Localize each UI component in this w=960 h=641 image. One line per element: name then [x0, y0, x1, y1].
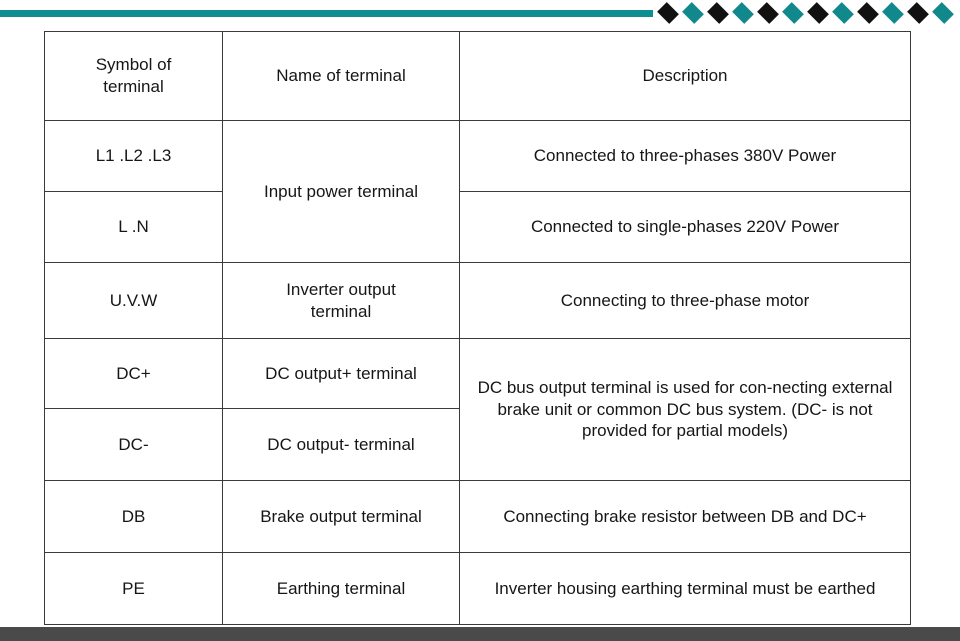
cell-name-dc-output-plus-terminal: DC output+ terminal: [222, 338, 460, 409]
cell-desc-three-phase-380v: Connected to three-phases 380V Power: [459, 120, 911, 192]
cell-desc-dc-bus: DC bus output terminal is used for con-n…: [459, 338, 911, 481]
cell-symbol-pe: PE: [44, 552, 223, 625]
diamond-icon: [932, 2, 954, 24]
cell-name-input-power-terminal: Input power terminal: [222, 120, 460, 263]
table-row: L .N Connected to single-phases 220V Pow…: [44, 191, 911, 263]
cell-desc-three-phase-motor: Connecting to three-phase motor: [459, 262, 911, 339]
diamond-icon: [657, 2, 679, 24]
cell-symbol-dc-plus: DC+: [44, 338, 223, 409]
diamond-icon: [682, 2, 704, 24]
footer-bar: [0, 627, 960, 641]
cell-desc-brake-resistor: Connecting brake resistor between DB and…: [459, 480, 911, 553]
cell-symbol-db: DB: [44, 480, 223, 553]
cell-symbol-dc-minus: DC-: [44, 408, 223, 481]
cell-name-dc-output-minus-terminal: DC output- terminal: [222, 408, 460, 481]
column-header-description: Description: [459, 31, 911, 121]
terminal-description-table: Symbol of terminal Name of terminal Desc…: [44, 31, 911, 625]
diamond-icon: [757, 2, 779, 24]
cell-name-inverter-output-terminal: Inverter output terminal: [222, 262, 460, 339]
table-row: U.V.W Inverter output terminal Connectin…: [44, 262, 911, 339]
cell-symbol-ln: L .N: [44, 191, 223, 263]
diamond-icon: [807, 2, 829, 24]
column-header-name: Name of terminal: [222, 31, 460, 121]
diamond-icon: [832, 2, 854, 24]
banner-teal-rule: [0, 10, 653, 17]
cell-name-brake-output-terminal: Brake output terminal: [222, 480, 460, 553]
column-header-symbol: Symbol of terminal: [44, 31, 223, 121]
banner-diamond-strip: [657, 0, 957, 26]
table-row: L1 .L2 .L3 Input power terminal Connecte…: [44, 120, 911, 263]
diamond-icon: [782, 2, 804, 24]
cell-symbol-uvw: U.V.W: [44, 262, 223, 339]
table-row: DC+ DC output+ terminal DC bus output te…: [44, 338, 911, 481]
diamond-icon: [732, 2, 754, 24]
table-row: PE Earthing terminal Inverter housing ea…: [44, 552, 911, 625]
table-row: DC- DC output- terminal: [44, 408, 911, 481]
diamond-icon: [707, 2, 729, 24]
cell-symbol-l123: L1 .L2 .L3: [44, 120, 223, 192]
diamond-icon: [857, 2, 879, 24]
diamond-icon: [907, 2, 929, 24]
cell-name-earthing-terminal: Earthing terminal: [222, 552, 460, 625]
top-decorative-banner: [0, 0, 960, 26]
table-row: DB Brake output terminal Connecting brak…: [44, 480, 911, 553]
cell-desc-single-phase-220v: Connected to single-phases 220V Power: [459, 191, 911, 263]
diamond-icon: [882, 2, 904, 24]
table-header-row: Symbol of terminal Name of terminal Desc…: [44, 31, 911, 121]
cell-desc-earthing: Inverter housing earthing terminal must …: [459, 552, 911, 625]
